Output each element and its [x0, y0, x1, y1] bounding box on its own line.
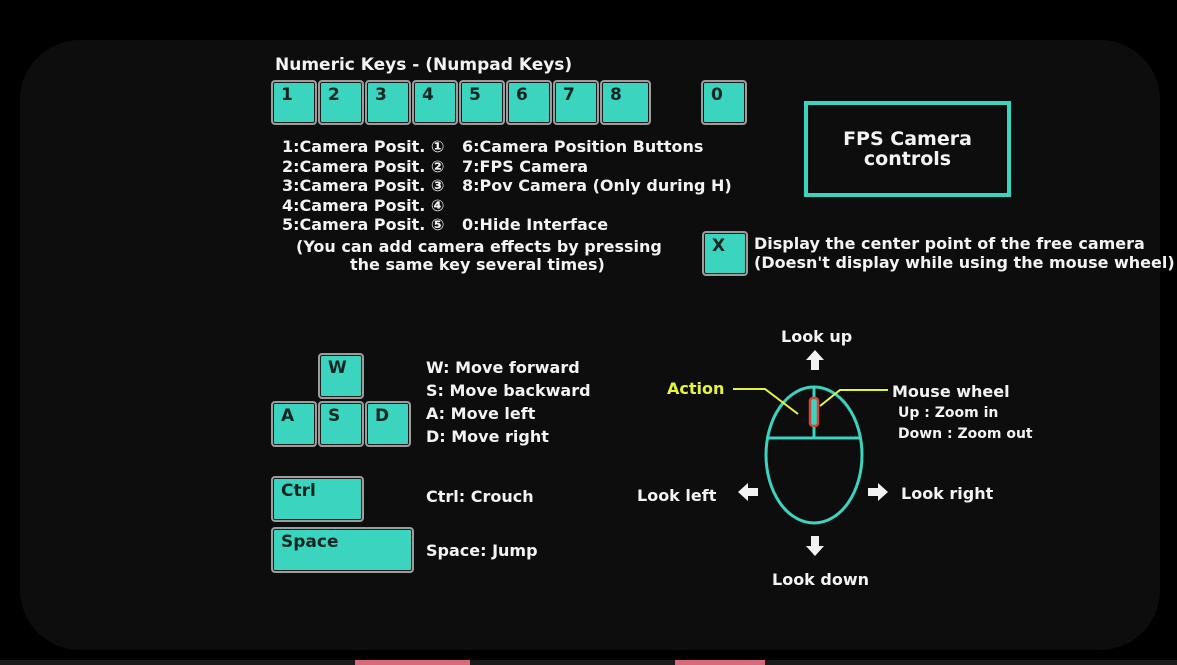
- key-2[interactable]: 2: [318, 80, 364, 125]
- numpad-desc-7: 7:FPS Camera: [462, 157, 589, 176]
- move-backward-desc: S: Move backward: [426, 381, 591, 400]
- arrow-left-icon: [738, 483, 758, 501]
- background-panel: [20, 40, 1160, 650]
- arrow-right-icon: [868, 483, 888, 501]
- mouse-wheel-icon: [808, 396, 820, 428]
- fps-camera-controls-title: FPS Camera controls: [804, 101, 1011, 197]
- look-up-label: Look up: [781, 327, 853, 346]
- numpad-note-line1: (You can add camera effects by pressing: [296, 237, 662, 256]
- key-ctrl[interactable]: Ctrl: [271, 476, 364, 522]
- numpad-desc-2: 2:Camera Posit. ②: [282, 157, 445, 176]
- crouch-desc: Ctrl: Crouch: [426, 487, 534, 506]
- numpad-desc-1: 1:Camera Posit. ①: [282, 137, 445, 156]
- key-w[interactable]: W: [318, 353, 364, 399]
- mouse-diagram: [733, 350, 888, 556]
- key-d[interactable]: D: [365, 401, 411, 447]
- arrow-down-icon: [806, 536, 824, 556]
- zoom-out-label: Down : Zoom out: [898, 426, 1033, 442]
- numpad-note-line2: the same key several times): [350, 255, 605, 274]
- jump-desc: Space: Jump: [426, 541, 538, 560]
- wheel-pointer-line: [819, 389, 888, 407]
- key-space[interactable]: Space: [271, 527, 414, 573]
- key-3[interactable]: 3: [365, 80, 411, 125]
- look-right-label: Look right: [901, 484, 994, 503]
- key-4[interactable]: 4: [412, 80, 458, 125]
- key-5[interactable]: 5: [459, 80, 505, 125]
- mouse-wheel-label: Mouse wheel: [892, 382, 1010, 401]
- move-forward-desc: W: Move forward: [426, 358, 580, 377]
- key-1[interactable]: 1: [271, 80, 317, 125]
- key-6[interactable]: 6: [506, 80, 552, 125]
- x-key-desc-line1: Display the center point of the free cam…: [754, 234, 1145, 253]
- move-left-desc: A: Move left: [426, 404, 536, 423]
- numpad-desc-6: 6:Camera Position Buttons: [462, 137, 704, 156]
- numpad-desc-5: 5:Camera Posit. ⑤: [282, 215, 445, 234]
- fps-title-line1: FPS Camera: [843, 128, 972, 150]
- bottom-strip: [0, 660, 1177, 665]
- fps-title-line2: controls: [863, 148, 952, 170]
- numpad-desc-0: 0:Hide Interface: [462, 215, 609, 234]
- x-key-desc-line2: (Doesn't display while using the mouse w…: [754, 253, 1175, 272]
- key-s[interactable]: S: [318, 401, 364, 447]
- look-down-label: Look down: [772, 570, 870, 589]
- look-left-label: Look left: [637, 486, 717, 505]
- key-7[interactable]: 7: [553, 80, 599, 125]
- arrow-up-icon: [806, 350, 824, 370]
- key-0[interactable]: 0: [701, 80, 747, 125]
- action-label: Action: [667, 379, 725, 398]
- numpad-desc-3: 3:Camera Posit. ③: [282, 176, 445, 195]
- numpad-desc-4: 4:Camera Posit. ④: [282, 196, 445, 215]
- key-x[interactable]: X: [702, 231, 748, 276]
- zoom-in-label: Up : Zoom in: [898, 405, 999, 421]
- numpad-title: Numeric Keys - (Numpad Keys): [275, 55, 573, 75]
- key-a[interactable]: A: [271, 401, 317, 447]
- action-pointer-line: [733, 388, 799, 415]
- move-right-desc: D: Move right: [426, 427, 549, 446]
- key-8[interactable]: 8: [600, 80, 651, 125]
- numpad-desc-8: 8:Pov Camera (Only during H): [462, 176, 732, 195]
